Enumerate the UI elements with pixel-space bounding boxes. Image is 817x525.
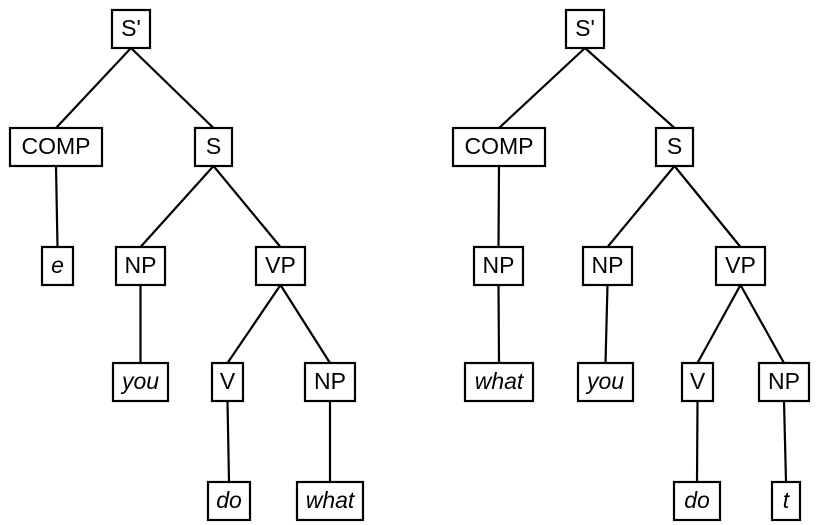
tree-edge-l-sbar-to-l-comp [55,47,132,129]
node-box [111,361,170,403]
tree-node-r-what: what [463,361,535,403]
node-label: V [690,368,706,394]
node-label: you [120,368,159,394]
tree-node-l-np1: NP [114,245,167,287]
tree-edge-l-comp-to-l-e [54,165,59,248]
node-box [114,245,167,287]
tree-node-l-np2: NP [303,361,357,403]
node-box [714,245,767,287]
tree-node-r-np0: NP [472,245,525,287]
tree-node-r-you: you [576,361,635,403]
tree-node-l-what: what [295,480,365,522]
node-label: do [684,487,710,513]
tree-edge-l-s-to-l-vp [212,165,282,248]
tree-edge-l-vp-to-l-np2 [279,284,331,364]
node-label: VP [725,252,756,278]
tree-edge-r-v-to-r-do [695,400,699,483]
tree-edge-r-np2-to-r-t [782,400,788,483]
tree-edge-r-sbar-to-r-comp [498,47,586,129]
node-label: NP [592,252,624,278]
node-box [254,245,307,287]
tree-node-l-v: V [210,361,245,403]
node-box [8,126,104,168]
tree-node-r-comp: COMP [451,126,547,168]
node-box [210,361,245,403]
node-label: e [51,252,64,278]
node-box [451,126,547,168]
node-label: NP [125,252,157,278]
node-box [472,245,525,287]
tree-edge-r-vp-to-r-v [696,284,742,364]
tree-node-r-np1: NP [581,245,634,287]
node-box [295,480,365,522]
node-box [463,361,535,403]
tree-node-r-np2: NP [757,361,811,403]
node-label: S [667,133,682,159]
tree-node-r-s: S [654,126,695,168]
node-box [680,361,715,403]
tree-edge-r-np1-to-r-you [604,284,609,364]
node-label: what [306,487,356,513]
node-label: S' [575,15,595,41]
node-label: S [206,133,221,159]
tree-node-r-v: V [680,361,715,403]
tree-node-r-vp: VP [714,245,767,287]
node-label: NP [314,368,346,394]
tree-node-l-e: e [40,245,75,287]
node-box [564,8,606,50]
node-label: you [585,368,624,394]
node-box [206,480,252,522]
node-label: NP [483,252,515,278]
node-label: what [475,368,525,394]
node-label: COMP [22,133,91,159]
node-box [40,245,75,287]
tree-edge-r-sbar-to-r-s [584,47,676,129]
tree-edge-r-np0-to-r-what [497,284,501,364]
node-box [757,361,811,403]
node-label: t [783,487,791,513]
node-box [654,126,695,168]
tree-node-l-s: S [193,126,234,168]
node-box [110,8,152,50]
tree-edge-r-s-to-r-vp [673,165,742,248]
tree-edge-r-comp-to-r-np0 [497,165,501,248]
node-box [581,245,634,287]
tree-node-l-vp: VP [254,245,307,287]
tree-node-l-comp: COMP [8,126,104,168]
tree-node-r-t: t [770,480,802,522]
tree-edge-l-vp-to-l-v [226,284,282,364]
tree-edge-l-s-to-l-np1 [139,165,215,248]
tree-edge-l-v-to-l-do [226,400,231,483]
tree-node-l-do: do [206,480,252,522]
node-box [770,480,802,522]
node-label: NP [768,368,800,394]
node-label: do [216,487,242,513]
node-box [672,480,722,522]
node-label: VP [265,252,296,278]
tree-edge-r-vp-to-r-np2 [739,284,785,364]
node-label: S' [121,15,141,41]
node-label: COMP [465,133,534,159]
tree-edges-layer [54,47,788,483]
tree-node-r-sbar: S' [564,8,606,50]
tree-edge-l-sbar-to-l-s [130,47,215,129]
node-box [303,361,357,403]
tree-node-r-do: do [672,480,722,522]
tree-node-l-you: you [111,361,170,403]
tree-edge-r-s-to-r-np1 [606,165,676,248]
tree-node-l-sbar: S' [110,8,152,50]
node-label: V [220,368,236,394]
node-box [193,126,234,168]
node-box [576,361,635,403]
